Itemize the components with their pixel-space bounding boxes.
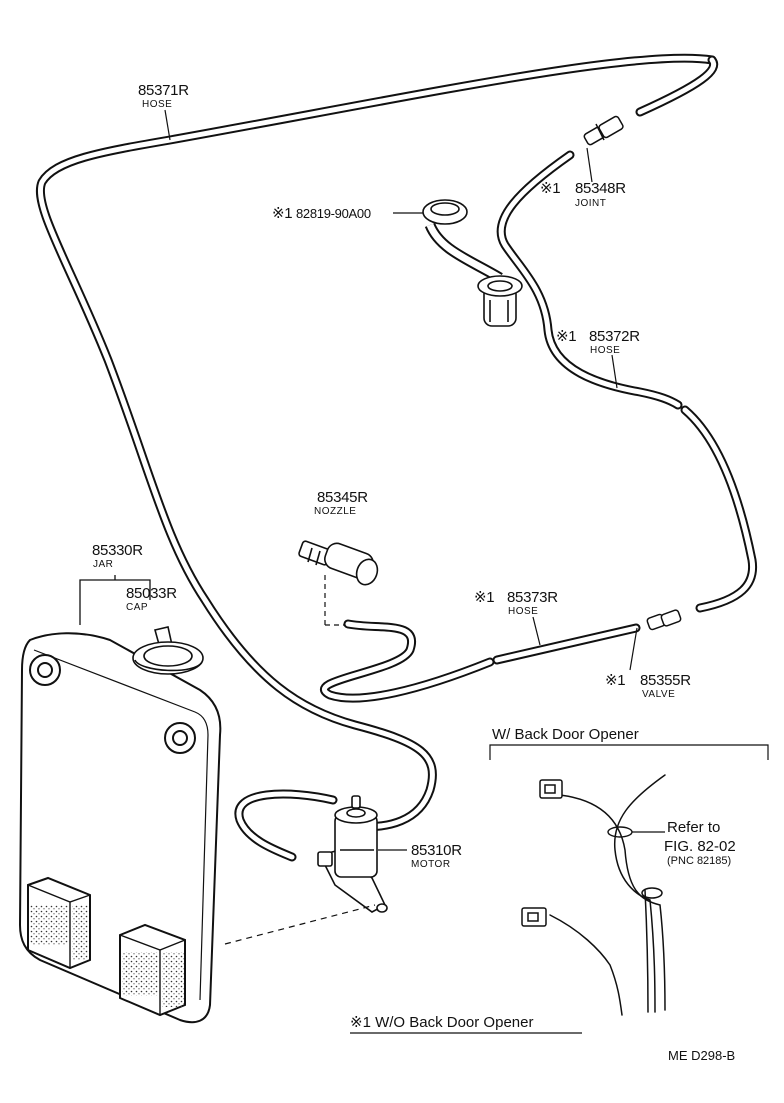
refer-fig-text: FIG. 82-02 <box>664 838 736 855</box>
nozzle-hose-drawing <box>320 619 495 703</box>
diagram-code: ME D298-B <box>668 1048 735 1063</box>
footnote-text: ※1 W/O Back Door Opener <box>350 1014 533 1031</box>
inset-labels: W/ Back Door Opener Refer to FIG. 82-02 … <box>492 726 736 867</box>
part-number-85345r: 85345R <box>317 489 368 506</box>
label-85033r: 85033R CAP <box>126 585 178 613</box>
inset-connector-lower <box>521 907 547 927</box>
grommet-mark: ※1 <box>272 205 292 222</box>
jar-pad-right <box>119 923 186 1017</box>
label-85345r: 85345R NOZZLE <box>314 489 369 517</box>
nozzle-85345r-drawing <box>298 540 379 586</box>
motor-85310r-drawing <box>317 795 388 913</box>
cap-85033r-drawing <box>132 626 204 675</box>
part-desc-hose-upper: HOSE <box>590 345 620 356</box>
inset-title: W/ Back Door Opener <box>492 726 639 743</box>
label-85373r: ※1 85373R HOSE <box>474 589 559 617</box>
part-desc-joint: JOINT <box>575 198 606 209</box>
jar-85330r-drawing <box>18 632 222 1024</box>
hose-85371r-drawing <box>35 53 719 832</box>
inset-harness-drawing <box>549 774 666 1016</box>
part-number-85033r: 85033R <box>126 585 177 602</box>
part-desc-hose-lower: HOSE <box>508 606 538 617</box>
refer-to-text: Refer to <box>667 819 720 836</box>
inset-bracket <box>489 744 769 760</box>
part-number-85330r: 85330R <box>92 542 143 559</box>
part-number-85372r: 85372R <box>589 328 640 345</box>
label-82819-90a00: ※1 82819-90A00 <box>272 205 371 222</box>
inset-connector-upper <box>539 779 563 799</box>
motor-jar-leader-dashed <box>224 904 376 945</box>
hose-85373r-drawing <box>492 623 641 665</box>
part-desc-motor: MOTOR <box>411 859 451 870</box>
jar-bracket-lines <box>79 575 151 625</box>
label-85355r: ※1 85355R VALVE <box>605 672 692 700</box>
valve-mark: ※1 <box>605 672 625 689</box>
part-number-85348r: 85348R <box>575 180 626 197</box>
part-number-82819-90a00: 82819-90A00 <box>296 206 371 221</box>
valve-85355r-drawing <box>646 609 682 631</box>
label-85348r: ※1 85348R JOINT <box>540 180 627 209</box>
part-desc-jar: JAR <box>93 559 113 570</box>
leader-lines <box>164 109 638 851</box>
motor-hose-drawing <box>234 789 338 862</box>
label-85371r: 85371R HOSE <box>138 82 190 110</box>
part-number-85371r: 85371R <box>138 82 189 99</box>
part-number-85355r: 85355R <box>640 672 691 689</box>
hose-lower-mark: ※1 <box>474 589 494 606</box>
label-85310r: 85310R MOTOR <box>411 842 463 870</box>
label-85372r: ※1 85372R HOSE <box>556 328 641 356</box>
part-desc-hose-main: HOSE <box>142 99 172 110</box>
jar-pad-left <box>27 876 91 970</box>
part-desc-cap: CAP <box>126 602 148 613</box>
hose-85372r-drawing <box>496 150 758 613</box>
hose-upper-mark: ※1 <box>556 328 576 345</box>
part-desc-nozzle: NOZZLE <box>314 506 356 517</box>
label-85330r: 85330R JAR <box>92 542 144 570</box>
refer-pnc-text: (PNC 82185) <box>667 855 731 867</box>
part-number-85373r: 85373R <box>507 589 558 606</box>
part-desc-valve: VALVE <box>642 689 675 700</box>
joint-85348r-drawing <box>583 115 624 146</box>
part-number-85310r: 85310R <box>411 842 462 859</box>
grommet-82819-drawing <box>422 199 523 327</box>
joint-mark: ※1 <box>540 180 560 197</box>
footnote-group: ※1 W/O Back Door Opener <box>350 1014 582 1034</box>
